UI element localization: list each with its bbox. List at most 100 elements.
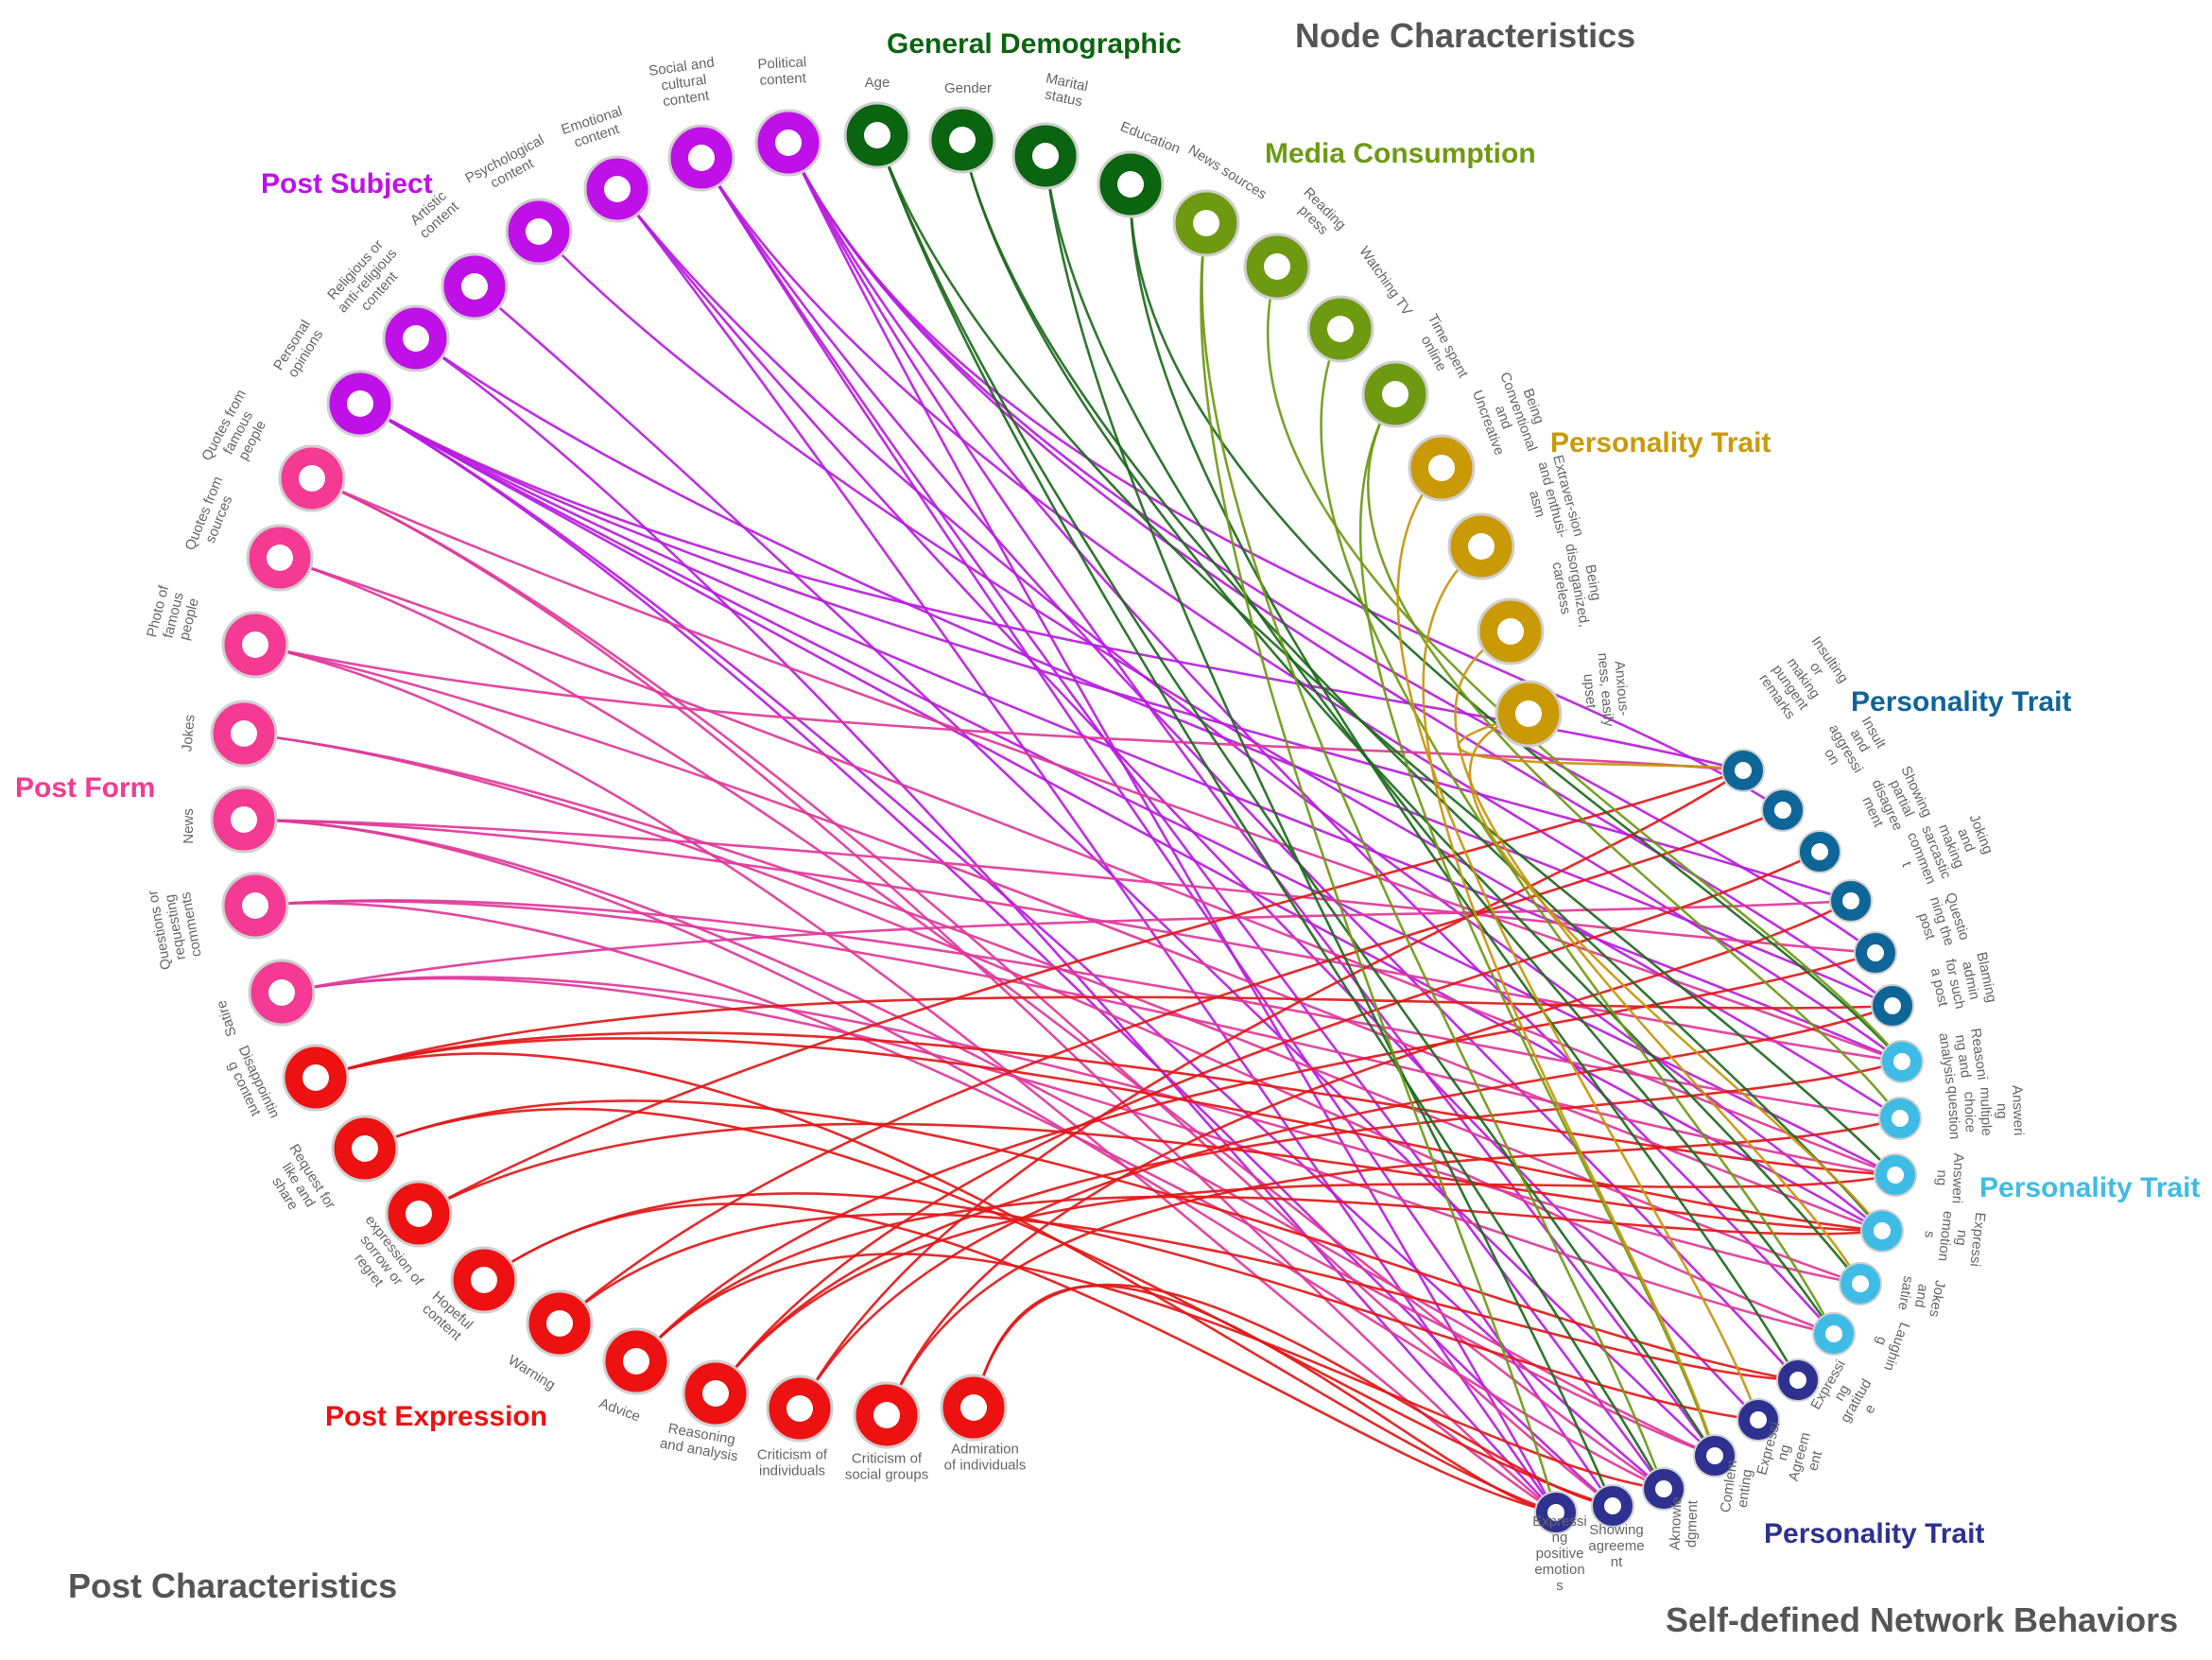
edge-social_cultural-reasoning_behavior <box>700 157 1903 1063</box>
node-label-reading_press: Readingpress <box>1288 184 1349 245</box>
node-label-line: Jokes <box>1926 1279 1948 1319</box>
node-time_online <box>1361 360 1429 428</box>
edge-advice-questioning <box>635 951 1876 1362</box>
heading-network-behaviors: Self-defined Network Behaviors <box>1666 1600 2178 1639</box>
group-personality-trait-sky: Personality Trait <box>1979 1172 2200 1203</box>
node-hole <box>231 720 257 747</box>
edge-admiration-showing_agreement <box>972 1283 1614 1508</box>
node-label-jokes: Jokes <box>179 714 198 752</box>
node-hole <box>1852 1275 1869 1292</box>
edge-personal_opinions-sarcastic <box>359 402 1852 903</box>
node-label-line: Jokes <box>179 714 198 752</box>
edge-satire-sarcastic <box>281 899 1852 994</box>
edge-anxiousness-insulting <box>1457 712 1744 772</box>
edge-political-insult_aggression <box>786 142 1784 812</box>
edge-religious-positive_emotions <box>415 337 1557 1513</box>
node-hole <box>526 218 552 245</box>
edge-advice-expressing_emotions <box>635 1195 1883 1362</box>
node-hole <box>688 145 715 171</box>
node-label-anxiousness: Anxious-ness, easilyupset <box>1579 650 1633 729</box>
edge-disappointing-answering <box>315 1031 1896 1177</box>
edge-age-answering <box>875 134 1896 1176</box>
node-label-questioning: Questioning thepost <box>1911 890 1973 953</box>
node-hole <box>1892 1110 1909 1127</box>
connection-edges <box>243 134 1904 1514</box>
node-hole <box>242 631 268 658</box>
edge-political-positive_emotions <box>786 142 1558 1513</box>
edge-jokes-laughing <box>243 732 1835 1336</box>
node-request_like <box>331 1115 399 1183</box>
edge-religious-blaming <box>415 337 1893 1008</box>
node-hole <box>242 892 268 919</box>
node-hole <box>1547 1504 1564 1521</box>
node-label-jokes_satire: Jokesandsatire <box>1894 1273 1948 1318</box>
edge-hopeful-positive_emotions <box>483 1202 1557 1514</box>
node-label-satire: Satire <box>214 998 240 1039</box>
node-label-blaming: Blamingadminfor sucha post <box>1927 950 2000 1013</box>
edge-advice-acknowledgment <box>635 1253 1665 1491</box>
node-label-line: and <box>1911 1283 1931 1309</box>
node-religious <box>382 304 450 372</box>
node-hole <box>347 390 373 417</box>
node-reasoning_post <box>682 1359 750 1427</box>
node-hole <box>1874 1222 1891 1239</box>
edge-disappointing-expressing_emotions <box>315 1037 1883 1233</box>
edge-quotes_sources-answering <box>279 556 1896 1177</box>
node-label-line: Age <box>865 75 890 91</box>
node-label-line: individuals <box>759 1463 825 1479</box>
node-satire <box>248 959 316 1027</box>
node-conventional <box>1408 434 1476 502</box>
edge-watching_tv-laughing <box>1320 328 1836 1335</box>
node-label-request_like: Request forlike andshare <box>259 1141 338 1229</box>
node-jokes_satire <box>1839 1262 1882 1306</box>
edge-reasoning_post-partial_disagreement <box>714 850 1821 1394</box>
node-watching_tv <box>1306 295 1374 363</box>
node-commenting <box>1693 1434 1737 1478</box>
node-hole <box>775 130 802 156</box>
node-hole <box>471 1267 497 1293</box>
node-admiration <box>940 1374 1008 1442</box>
category-nodes <box>210 101 1924 1534</box>
node-hole <box>1811 843 1828 860</box>
node-label-line: Warning <box>505 1352 558 1393</box>
node-label-line: Criticism of <box>757 1447 828 1463</box>
node-label-line: Criticism of <box>852 1451 923 1467</box>
node-acknowledgment <box>1642 1467 1685 1511</box>
node-label-line: on <box>1821 746 1842 768</box>
edge-news-reasoning_behavior <box>243 818 1903 1063</box>
node-marital <box>1011 122 1080 190</box>
node-hole <box>1515 700 1542 727</box>
node-label-line: Aknowle <box>1668 1496 1685 1550</box>
node-label-line: Gender <box>944 80 992 96</box>
node-label-line: e <box>1861 1402 1879 1417</box>
node-label-reasoning_post: Reasoningand analysis <box>659 1420 742 1465</box>
node-hole <box>302 1064 329 1091</box>
group-personality-trait-navy: Personality Trait <box>1764 1518 1984 1549</box>
edge-questions-answering_mc <box>254 899 1901 1120</box>
edge-artistic-commenting <box>474 285 1716 1457</box>
node-anxiousness <box>1495 680 1563 748</box>
node-hole <box>1264 253 1290 280</box>
edge-political-blaming <box>786 142 1893 1008</box>
node-label-gratitude: Expressinggratitude <box>1807 1357 1891 1437</box>
edge-reasoning_post-reasoning_behavior <box>714 1060 1903 1394</box>
node-reading_press <box>1243 233 1311 301</box>
node-label-line: ent <box>1805 1448 1825 1472</box>
node-label-disappointing: Disappointing content <box>220 1044 283 1128</box>
edge-questions-answering <box>254 900 1896 1177</box>
node-positive_emotions <box>1534 1491 1578 1534</box>
node-label-psychological: Psychologicalcontent <box>462 131 554 200</box>
node-expressing_emotions <box>1860 1209 1904 1253</box>
node-label-line: Satire <box>214 998 240 1039</box>
heading-post-characteristics: Post Characteristics <box>68 1566 397 1605</box>
node-label-line: enting <box>1735 1468 1756 1509</box>
node-label-line: upset <box>1580 673 1599 710</box>
node-hole <box>1604 1497 1621 1514</box>
group-personality-trait-gold: Personality Trait <box>1550 427 1771 458</box>
edge-time_online-commenting <box>1358 393 1717 1457</box>
node-hole <box>873 1402 900 1428</box>
node-blaming <box>1871 984 1914 1028</box>
